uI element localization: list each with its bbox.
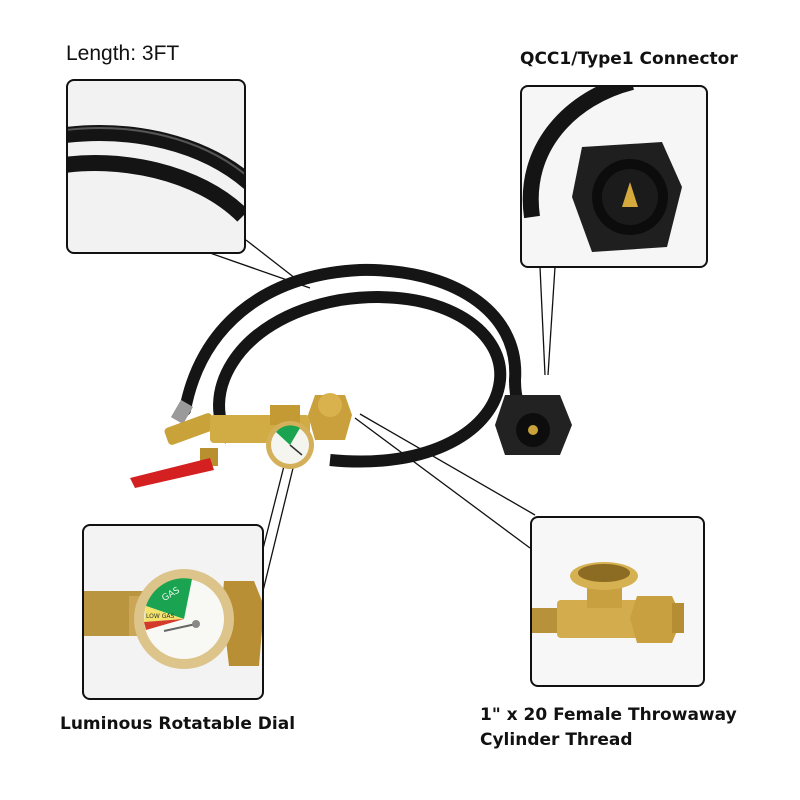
qcc-connector	[495, 395, 572, 455]
dial-label: Luminous Rotatable Dial	[60, 714, 296, 734]
thread-closeup	[530, 516, 705, 687]
dial-closeup: GAS LOW GAS	[82, 524, 264, 700]
thread-label-line2: Cylinder Thread	[480, 730, 633, 750]
gauge-low-gas-text: LOW GAS	[146, 613, 174, 620]
hose-closeup	[66, 79, 246, 254]
connector-label: QCC1/Type1 Connector	[520, 49, 738, 69]
brass-valve	[130, 393, 352, 488]
length-label: Length: 3FT	[66, 42, 180, 65]
thread-label-line1: 1" x 20 Female Throwaway	[480, 705, 737, 725]
connector-closeup	[520, 85, 708, 268]
